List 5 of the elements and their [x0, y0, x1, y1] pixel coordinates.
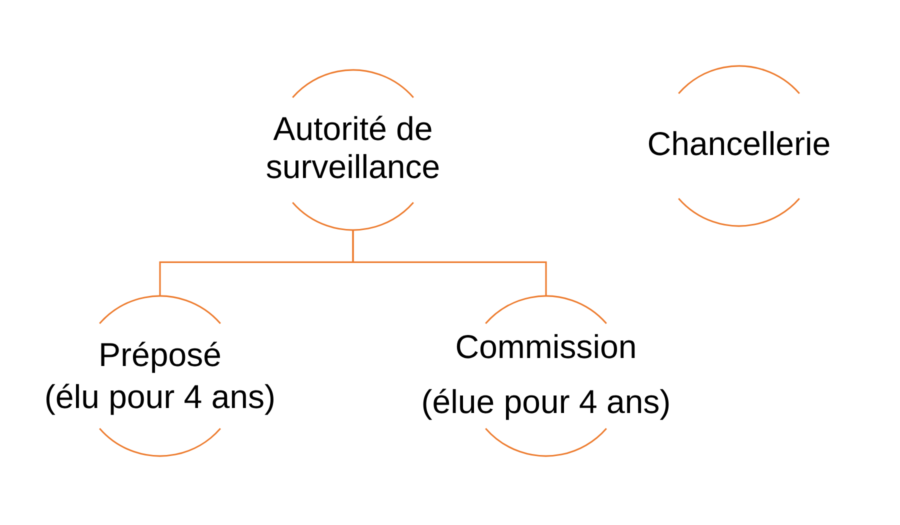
circle-node: Préposé (élu pour 4 ans)	[46, 295, 274, 457]
circle-node: Chancellerie	[648, 65, 830, 227]
connector-line	[352, 230, 547, 296]
circle-node: Autorité de surveillance	[266, 69, 439, 231]
circle-node: Commission (élue pour 4 ans)	[423, 295, 669, 457]
